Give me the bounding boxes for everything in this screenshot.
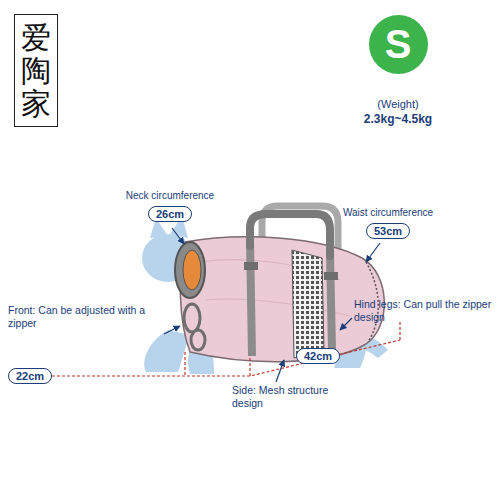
- leg-opening: [191, 330, 205, 350]
- dimension-name: Waist circumference: [323, 207, 453, 219]
- dimension-value: 26cm: [156, 208, 184, 220]
- leader-line: [340, 318, 352, 330]
- feature-note: Side: Mesh structure design: [232, 384, 362, 409]
- neck-ring: [175, 242, 205, 298]
- dimension-value: 22cm: [16, 370, 44, 382]
- dimension-value: 42cm: [304, 350, 332, 362]
- brand-name: 爱陶家: [21, 21, 51, 120]
- leader-line: [164, 326, 180, 334]
- leader-line: [366, 243, 380, 262]
- weight-heading: (Weight): [338, 98, 458, 111]
- leg-opening: [184, 304, 200, 332]
- dimension-value: 53cm: [374, 225, 402, 237]
- strap: [250, 240, 252, 356]
- size-circle: S: [369, 15, 428, 74]
- size-letter: S: [385, 22, 412, 67]
- strap: [330, 252, 332, 350]
- neck-ring-inner: [183, 250, 201, 290]
- bag-body: [180, 237, 384, 362]
- feature-note: Front: Can be adjusted with a zipper: [8, 304, 158, 329]
- feature-note: Hind legs: Can pull the zipper design: [354, 298, 494, 323]
- dimension-pill: 22cm: [8, 368, 52, 384]
- dimension-line: [52, 340, 400, 376]
- brand-box: 爱陶家: [14, 14, 58, 127]
- mesh-panel: [292, 250, 324, 358]
- weight-range: 2.3kg~4.5kg: [338, 112, 458, 126]
- dimension-pill: 26cm: [148, 206, 192, 222]
- dimension-tick: [185, 322, 400, 376]
- buckle: [324, 272, 338, 280]
- leader-line: [276, 360, 284, 382]
- near-handle: [250, 214, 330, 256]
- buckle: [244, 262, 258, 270]
- dimension-name: Neck circumference: [105, 190, 235, 202]
- dimension-pill: 53cm: [366, 223, 410, 239]
- leader-line: [172, 228, 184, 244]
- dimension-pill: 42cm: [296, 348, 340, 364]
